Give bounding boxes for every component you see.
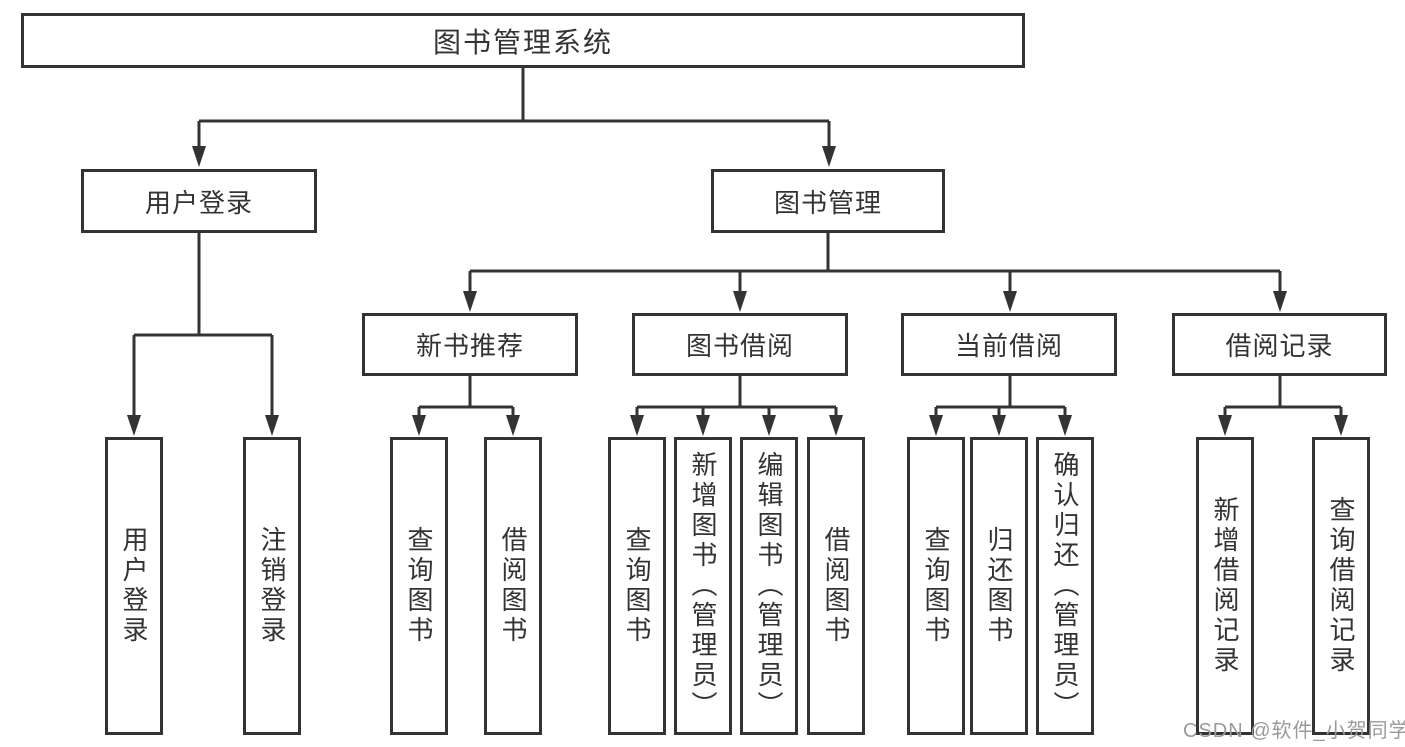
- leaf-logout: 注销登录: [243, 437, 301, 735]
- node-new-book-recommend-label: 新书推荐: [415, 331, 524, 361]
- leaf-edit-books-admin: 编辑图书（管理员）: [740, 437, 798, 735]
- node-book-borrow-label: 图书借阅: [685, 331, 794, 361]
- node-book-management-label: 图书管理: [773, 187, 882, 218]
- node-user-login: 用户登录: [81, 169, 317, 233]
- node-root: 图书管理系统: [21, 13, 1025, 68]
- leaf-query-borrow-record-label: 查询借阅记录: [1326, 496, 1356, 676]
- leaf-add-borrow-record: 新增借阅记录: [1196, 437, 1254, 735]
- connector-new-book-to-children: [417, 376, 515, 418]
- connector-borrow-record-to-children: [1223, 376, 1343, 418]
- leaf-user-login-label: 用户登录: [119, 526, 149, 646]
- leaf-borrow-books-2: 借阅图书: [807, 437, 865, 735]
- node-book-management: 图书管理: [711, 169, 945, 233]
- connector-book-borrow-to-children: [635, 376, 838, 418]
- leaf-query-books-1: 查询图书: [390, 437, 448, 735]
- leaf-query-books-2: 查询图书: [608, 437, 666, 735]
- node-borrow-record-label: 借阅记录: [1225, 331, 1334, 361]
- node-book-borrow: 图书借阅: [632, 313, 848, 376]
- arrowhead: [1218, 415, 1232, 436]
- node-current-borrow-label: 当前借阅: [954, 331, 1063, 361]
- connector-root-to-level1: [197, 68, 831, 150]
- arrowhead: [630, 415, 644, 436]
- leaf-borrow-books-1-label: 借阅图书: [498, 526, 528, 646]
- connector-user-login-to-children: [132, 233, 274, 418]
- node-current-borrow: 当前借阅: [901, 313, 1117, 376]
- leaf-query-books-3-label: 查询图书: [921, 526, 951, 646]
- node-new-book-recommend: 新书推荐: [362, 313, 578, 376]
- leaf-add-borrow-record-label: 新增借阅记录: [1210, 496, 1240, 676]
- arrowhead: [506, 415, 520, 436]
- arrowhead: [127, 415, 141, 436]
- arrowhead: [192, 146, 206, 167]
- leaf-confirm-return-admin-label: 确认归还（管理员）: [1050, 451, 1080, 721]
- leaf-user-login: 用户登录: [105, 437, 163, 735]
- arrowhead: [412, 415, 426, 436]
- leaf-confirm-return-admin: 确认归还（管理员）: [1036, 437, 1094, 735]
- leaf-return-books: 归还图书: [970, 437, 1028, 735]
- arrowhead: [1058, 415, 1072, 436]
- arrowhead: [733, 291, 747, 312]
- leaf-edit-books-admin-label: 编辑图书（管理员）: [754, 451, 784, 721]
- arrowhead: [822, 146, 836, 167]
- arrowheads: [127, 146, 1348, 436]
- arrowhead: [829, 415, 843, 436]
- arrowhead: [762, 415, 776, 436]
- leaf-borrow-books-2-label: 借阅图书: [821, 526, 851, 646]
- connector-book-management-to-children: [468, 232, 1282, 294]
- leaf-borrow-books-1: 借阅图书: [484, 437, 542, 735]
- node-user-login-label: 用户登录: [144, 187, 253, 218]
- csdn-watermark: CSDN @软件_小贺同学: [1183, 720, 1405, 742]
- arrowhead: [463, 291, 477, 312]
- leaf-add-books-admin: 新增图书（管理员）: [674, 437, 732, 735]
- connector-current-borrow-to-children: [934, 376, 1067, 418]
- leaf-query-books-3: 查询图书: [907, 437, 965, 735]
- leaf-query-books-1-label: 查询图书: [404, 526, 434, 646]
- leaf-logout-label: 注销登录: [257, 526, 287, 646]
- node-root-label: 图书管理系统: [432, 26, 613, 58]
- arrowhead: [696, 415, 710, 436]
- arrowhead: [1334, 415, 1348, 436]
- arrowhead: [929, 415, 943, 436]
- leaf-query-books-2-label: 查询图书: [622, 526, 652, 646]
- arrowhead: [1003, 291, 1017, 312]
- arrowhead: [992, 415, 1006, 436]
- arrowhead: [1273, 291, 1287, 312]
- arrowhead: [265, 415, 279, 436]
- node-borrow-record: 借阅记录: [1172, 313, 1387, 376]
- leaf-return-books-label: 归还图书: [984, 526, 1014, 646]
- leaf-add-books-admin-label: 新增图书（管理员）: [688, 451, 718, 721]
- leaf-query-borrow-record: 查询借阅记录: [1312, 437, 1370, 735]
